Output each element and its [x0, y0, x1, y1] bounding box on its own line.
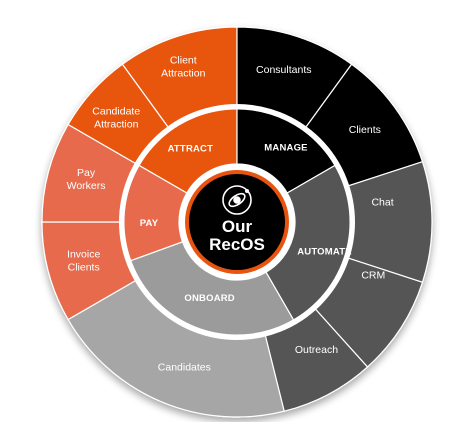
label-consultants: Consultants — [256, 64, 311, 76]
label-clients-line-1: Clients — [349, 124, 381, 136]
label-pay-workers-line-1: Pay — [77, 167, 96, 179]
label-client-attraction-line-2: Attraction — [161, 67, 206, 79]
center-core[interactable] — [189, 174, 285, 270]
wheel-group — [41, 26, 433, 418]
label-invoice-clients-line-1: Invoice — [67, 249, 100, 261]
label-chat-line-1: Chat — [371, 197, 393, 209]
center-title-line2: RecOS — [209, 235, 265, 254]
label-invoice-clients-line-2: Clients — [68, 262, 100, 274]
label-candidates-line-1: Candidates — [158, 362, 211, 374]
label-candidates: Candidates — [158, 362, 211, 374]
center-title-line1: Our — [222, 217, 253, 236]
category-label-attract: ATTRACT — [168, 143, 214, 154]
orbit-icon — [222, 185, 252, 215]
label-outreach-line-1: Outreach — [295, 344, 338, 356]
category-label-onboard: ONBOARD — [184, 293, 234, 304]
ring-divider — [119, 104, 355, 340]
label-candidate-attraction-line-1: Candidate — [92, 106, 140, 118]
label-candidate-attraction-line-2: Attraction — [94, 119, 139, 131]
label-client-attraction-line-1: Client — [170, 54, 197, 66]
label-crm: CRM — [361, 269, 385, 281]
label-pay-workers-line-2: Workers — [67, 180, 106, 192]
inner-ring-border — [121, 106, 353, 338]
label-consultants-line-1: Consultants — [256, 64, 311, 76]
category-label-automate: AUTOMATE — [297, 246, 352, 257]
label-outreach: Outreach — [295, 344, 338, 356]
category-label-manage: MANAGE — [264, 143, 307, 154]
label-crm-line-1: CRM — [361, 269, 385, 281]
label-clients: Clients — [349, 124, 381, 136]
label-chat: Chat — [371, 197, 393, 209]
category-label-pay: PAY — [140, 218, 159, 229]
